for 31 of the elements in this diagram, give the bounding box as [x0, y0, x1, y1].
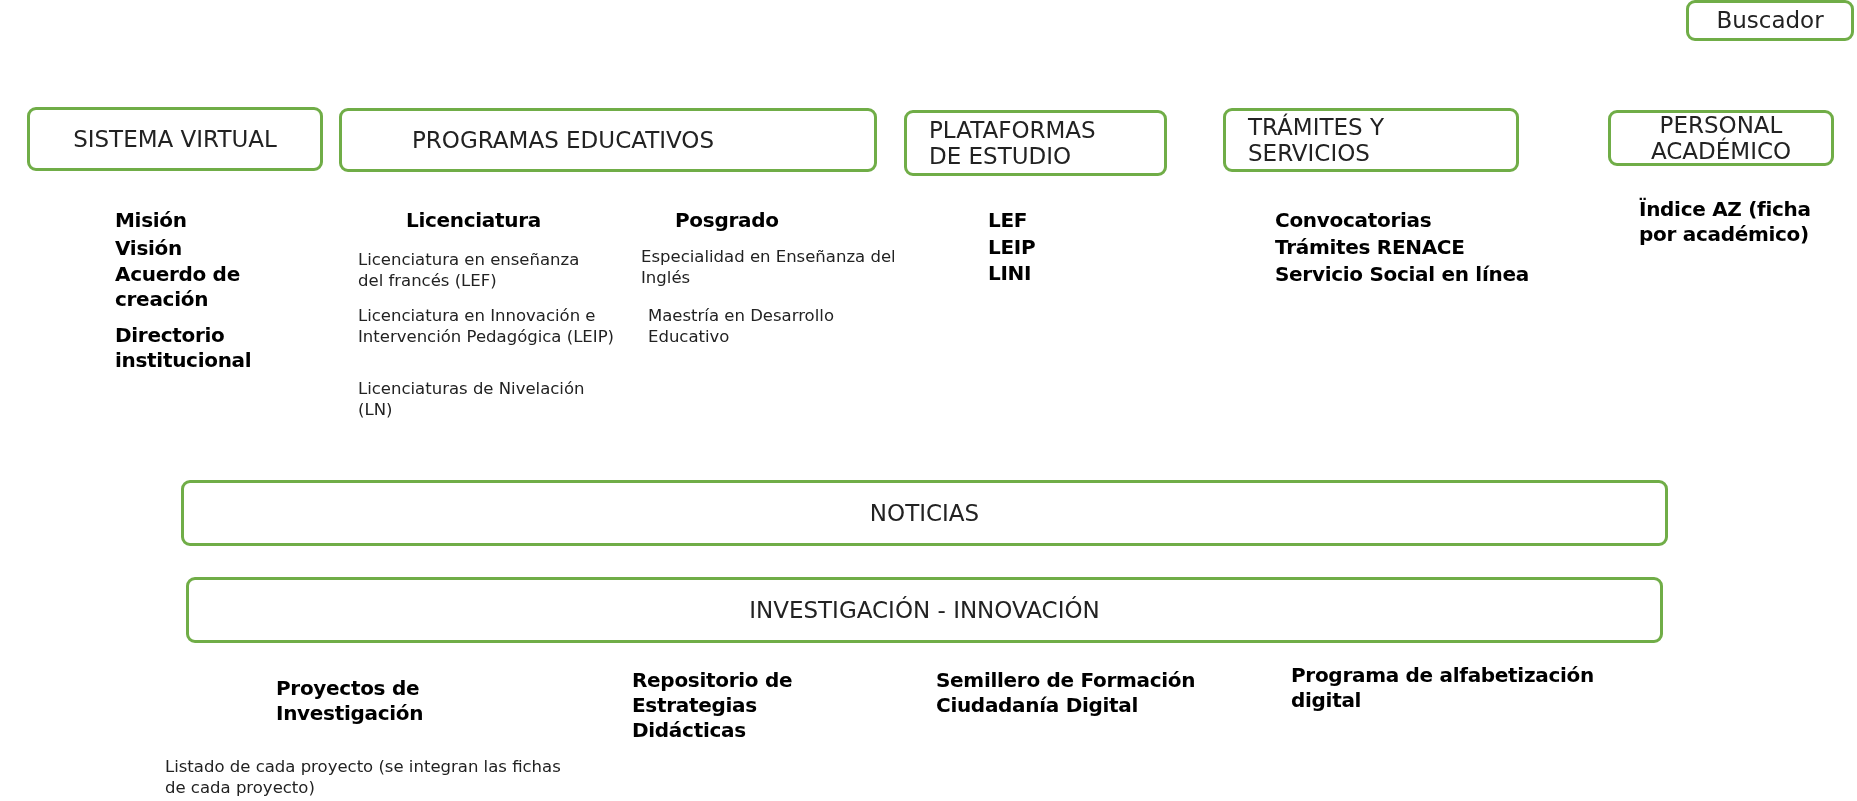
submenu-item-text: Listado de cada proyecto (se integran las fichas de cada proyecto) [165, 757, 562, 799]
submenu-item-text: Especialidad en Enseñanza del Inglés [641, 247, 897, 289]
menu-item-text: Servicio Social en línea [1275, 262, 1530, 287]
menu-item-text: Posgrado [675, 208, 780, 233]
submenu-item-text: Licenciatura en Innovación e Intervención Pedagógica (LEIP) [358, 306, 616, 348]
menu-item-text: LEF [988, 208, 1029, 233]
menu-item-text: LINI [988, 261, 1033, 286]
menu-item-text: Programa de alfabetización digital [1291, 663, 1595, 713]
menu-item-text: Licenciatura [406, 208, 543, 233]
menu-item-text: Trámites RENACE [1275, 235, 1466, 260]
submenu-item-text: Licenciaturas de Nivelación (LN) [358, 379, 586, 421]
menu-item-text: Directorio institucional [115, 323, 253, 373]
menu-tab: PROGRAMAS EDUCATIVOS [339, 108, 877, 172]
menu-item-text: Ïndice AZ (ficha por académico) [1639, 197, 1812, 247]
menu-item-text: Visión [115, 236, 183, 261]
submenu-item-text: Licenciatura en enseñanza del francés (LEF) [358, 250, 581, 292]
menu-tab: PLATAFORMAS DE ESTUDIO [904, 110, 1167, 176]
menu-tab: NOTICIAS [181, 480, 1668, 546]
menu-tab: TRÁMITES Y SERVICIOS [1223, 108, 1519, 172]
menu-tab: INVESTIGACIÓN - INNOVACIÓN [186, 577, 1663, 643]
menu-tab: PERSONAL ACADÉMICO [1608, 110, 1834, 166]
menu-tab: SISTEMA VIRTUAL [27, 107, 323, 171]
menu-item-text: Convocatorias [1275, 208, 1433, 233]
search-button: Buscador [1686, 0, 1854, 41]
menu-item-text: Semillero de Formación Ciudadanía Digital [936, 668, 1197, 718]
menu-item-text: Proyectos de Investigación [276, 676, 425, 726]
menu-item-text: LEIP [988, 235, 1037, 260]
menu-item-text: Acuerdo de creación [115, 262, 241, 312]
submenu-item-text: Maestría en Desarrollo Educativo [648, 306, 835, 348]
menu-item-text: Repositorio de Estrategias Didácticas [632, 668, 794, 743]
menu-item-text: Misión [115, 208, 188, 233]
